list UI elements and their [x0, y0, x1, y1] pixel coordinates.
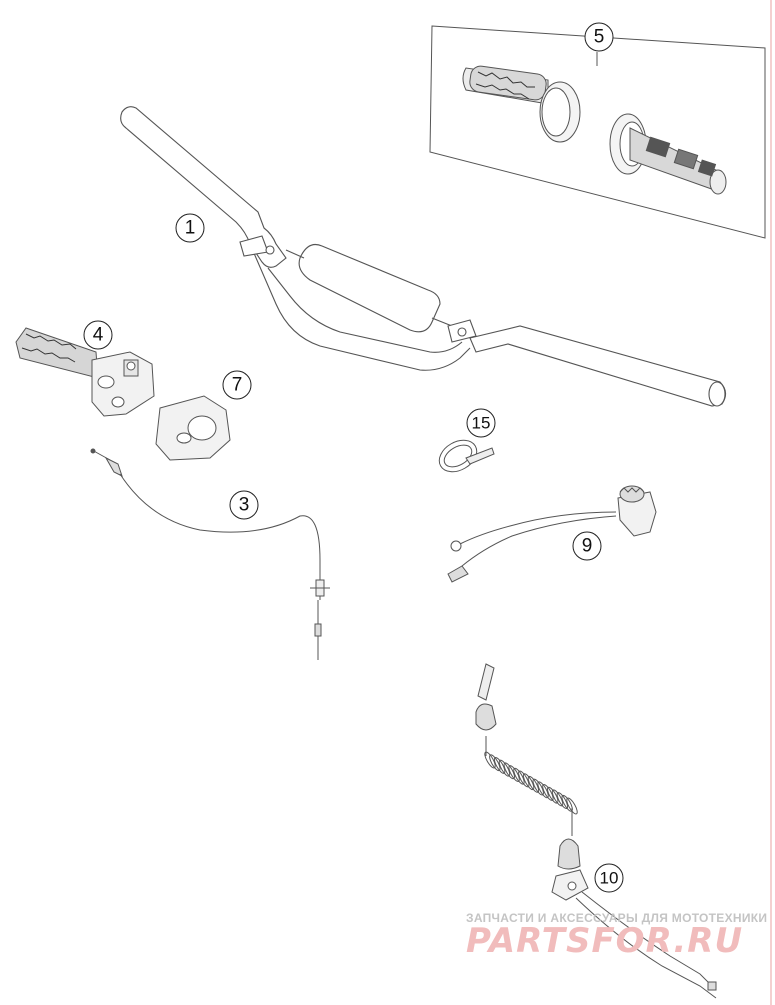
callout-10-label: 10	[600, 869, 619, 888]
callout-4: 4	[83, 320, 113, 350]
callout-7: 7	[222, 370, 252, 400]
grip-kit-box	[429, 25, 766, 239]
throttle-cover	[155, 395, 231, 461]
callout-5-label: 5	[594, 27, 605, 48]
callout-15-label: 15	[472, 414, 491, 433]
callout-9: 9	[572, 531, 602, 561]
callout-7-label: 7	[232, 375, 243, 396]
callout-9-label: 9	[582, 536, 593, 557]
tether-kill-switch	[475, 663, 717, 999]
coiled-lanyard	[484, 751, 578, 815]
callout-3: 3	[229, 490, 259, 520]
callout-3-label: 3	[239, 495, 250, 516]
callout-1-label: 1	[185, 218, 196, 239]
callout-4-label: 4	[93, 325, 104, 346]
callout-5: 5	[584, 22, 614, 52]
callout-1: 1	[175, 213, 205, 243]
throttle-cable	[90, 448, 330, 660]
watermark-brand: PARTSFOR.RU	[466, 921, 743, 961]
handlebar	[120, 106, 727, 407]
watermark-tagline: ЗАПЧАСТИ И АКСЕССУАРЫ ДЛЯ МОТОТЕХНИКИ	[466, 911, 767, 925]
kill-switch	[447, 485, 657, 583]
coil-loop	[566, 797, 578, 815]
cable-tie	[438, 439, 495, 473]
callout-10: 10	[594, 863, 624, 893]
callout-15: 15	[466, 408, 496, 438]
throttle-assembly	[15, 327, 155, 417]
